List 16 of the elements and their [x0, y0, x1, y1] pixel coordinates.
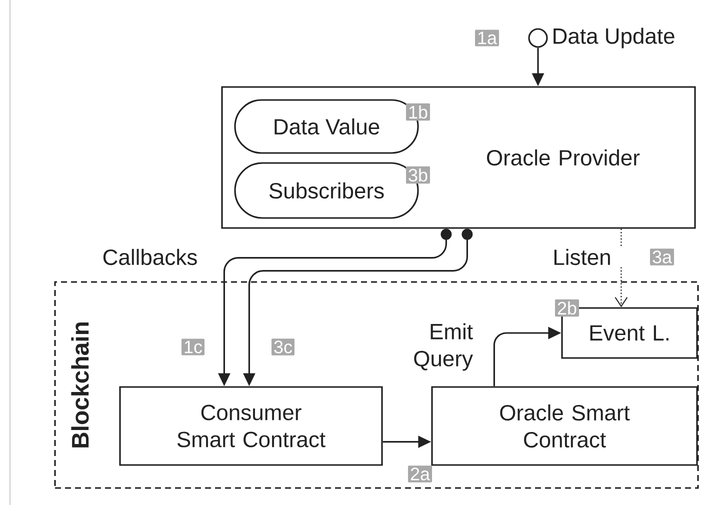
step-tag: 1b: [406, 103, 430, 121]
step-tag: 3c: [272, 338, 294, 356]
edge-label: Listen: [554, 248, 610, 266]
start-circle: [528, 28, 548, 48]
edge-label: Callbacks: [103, 248, 197, 266]
process-box: Consumer Smart Contract: [119, 386, 383, 466]
step-tag: 2a: [408, 466, 432, 482]
step-tag: 1c: [182, 338, 204, 356]
step-tag: 3b: [406, 166, 430, 184]
side-text: Data Update: [554, 28, 674, 48]
step-tag: 1a: [475, 30, 500, 46]
process-box: Oracle Smart Contract: [431, 386, 698, 466]
step-tag: 3a: [650, 248, 674, 266]
step-tag: 2b: [555, 299, 580, 317]
edge-label: Emit Query: [414, 323, 473, 371]
listen-arrow: [614, 228, 628, 308]
